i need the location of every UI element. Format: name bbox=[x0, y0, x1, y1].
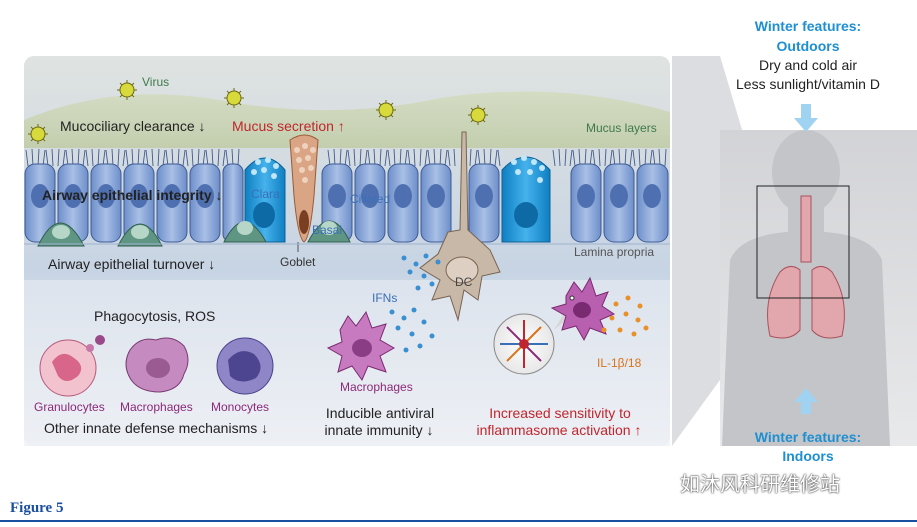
clara-label: Clara bbox=[251, 187, 280, 201]
dendritic-cell bbox=[419, 131, 501, 322]
virus-particles bbox=[28, 80, 488, 144]
macrophages-mid-label: Macrophages bbox=[340, 380, 413, 394]
other-innate-label: Other innate defense mechanisms ↓ bbox=[44, 420, 269, 436]
basal-label: Basal bbox=[312, 223, 343, 237]
granulocytes-label: Granulocytes bbox=[34, 400, 105, 414]
lamina-propria-label: Lamina propria bbox=[574, 245, 655, 259]
dc-label: DC bbox=[455, 275, 473, 289]
clara-cells bbox=[244, 155, 551, 243]
macrophage-mid bbox=[326, 310, 396, 382]
mucociliary-label: Mucociliary clearance ↓ bbox=[60, 118, 206, 134]
goblet-cell bbox=[289, 134, 319, 252]
monocytes-label: Monocytes bbox=[211, 400, 270, 414]
figure-label: Figure 5 bbox=[10, 500, 64, 516]
ifn-dots bbox=[389, 253, 441, 353]
outdoor-arrow bbox=[794, 104, 818, 132]
outdoor-title1: Winter features: bbox=[754, 18, 862, 34]
watermark-text: 如沐风科研维修站 bbox=[680, 474, 840, 496]
macrophages-left-label: Macrophages bbox=[120, 400, 193, 414]
macrophage-left bbox=[125, 337, 189, 393]
mucus-secretion-label: Mucus secretion ↑ bbox=[232, 118, 345, 134]
ciliated-cells bbox=[24, 163, 669, 243]
virus-label: Virus bbox=[142, 75, 170, 89]
cell-nuclei bbox=[31, 184, 661, 208]
turnover-label: Airway epithelial turnover ↓ bbox=[48, 256, 216, 272]
goblet-label: Goblet bbox=[280, 255, 316, 269]
outdoor-line1: Dry and cold air bbox=[758, 57, 858, 73]
mucus-layers-label: Mucus layers bbox=[586, 121, 657, 135]
indoor-title2: Indoors bbox=[782, 448, 834, 464]
inducible-line1: Inducible antiviral bbox=[325, 405, 435, 421]
phagocytosis-label: Phagocytosis, ROS bbox=[94, 308, 216, 324]
indoor-arrow bbox=[794, 388, 818, 414]
il1b-label: IL-1β/18 bbox=[597, 356, 642, 370]
zoom-box bbox=[756, 185, 850, 299]
epithelial-integrity-label: Airway epithelial integrity ↓ bbox=[42, 187, 223, 203]
mucus-layer bbox=[24, 91, 670, 148]
granulocyte bbox=[39, 335, 105, 397]
inflammasome-line1: Increased sensitivity to bbox=[489, 405, 631, 421]
human-silhouette bbox=[722, 130, 890, 446]
bottom-rule bbox=[0, 520, 917, 522]
monocyte bbox=[216, 337, 274, 395]
lungs-icon bbox=[767, 195, 845, 339]
ciliated-label: Ciliated bbox=[350, 192, 391, 206]
ifns-label: IFNs bbox=[372, 291, 398, 305]
basal-cells bbox=[37, 220, 351, 247]
outdoor-line2: Less sunlight/vitamin D bbox=[736, 76, 880, 92]
cilia bbox=[25, 148, 667, 167]
indoor-title1: Winter features: bbox=[754, 429, 862, 445]
inducible-line2: innate immunity ↓ bbox=[324, 422, 434, 438]
il1b-dots bbox=[601, 295, 649, 337]
outdoor-title2: Outdoors bbox=[776, 38, 840, 54]
inflammasome-line2: inflammasome activation ↑ bbox=[476, 422, 642, 438]
macrophage-right bbox=[550, 276, 616, 342]
